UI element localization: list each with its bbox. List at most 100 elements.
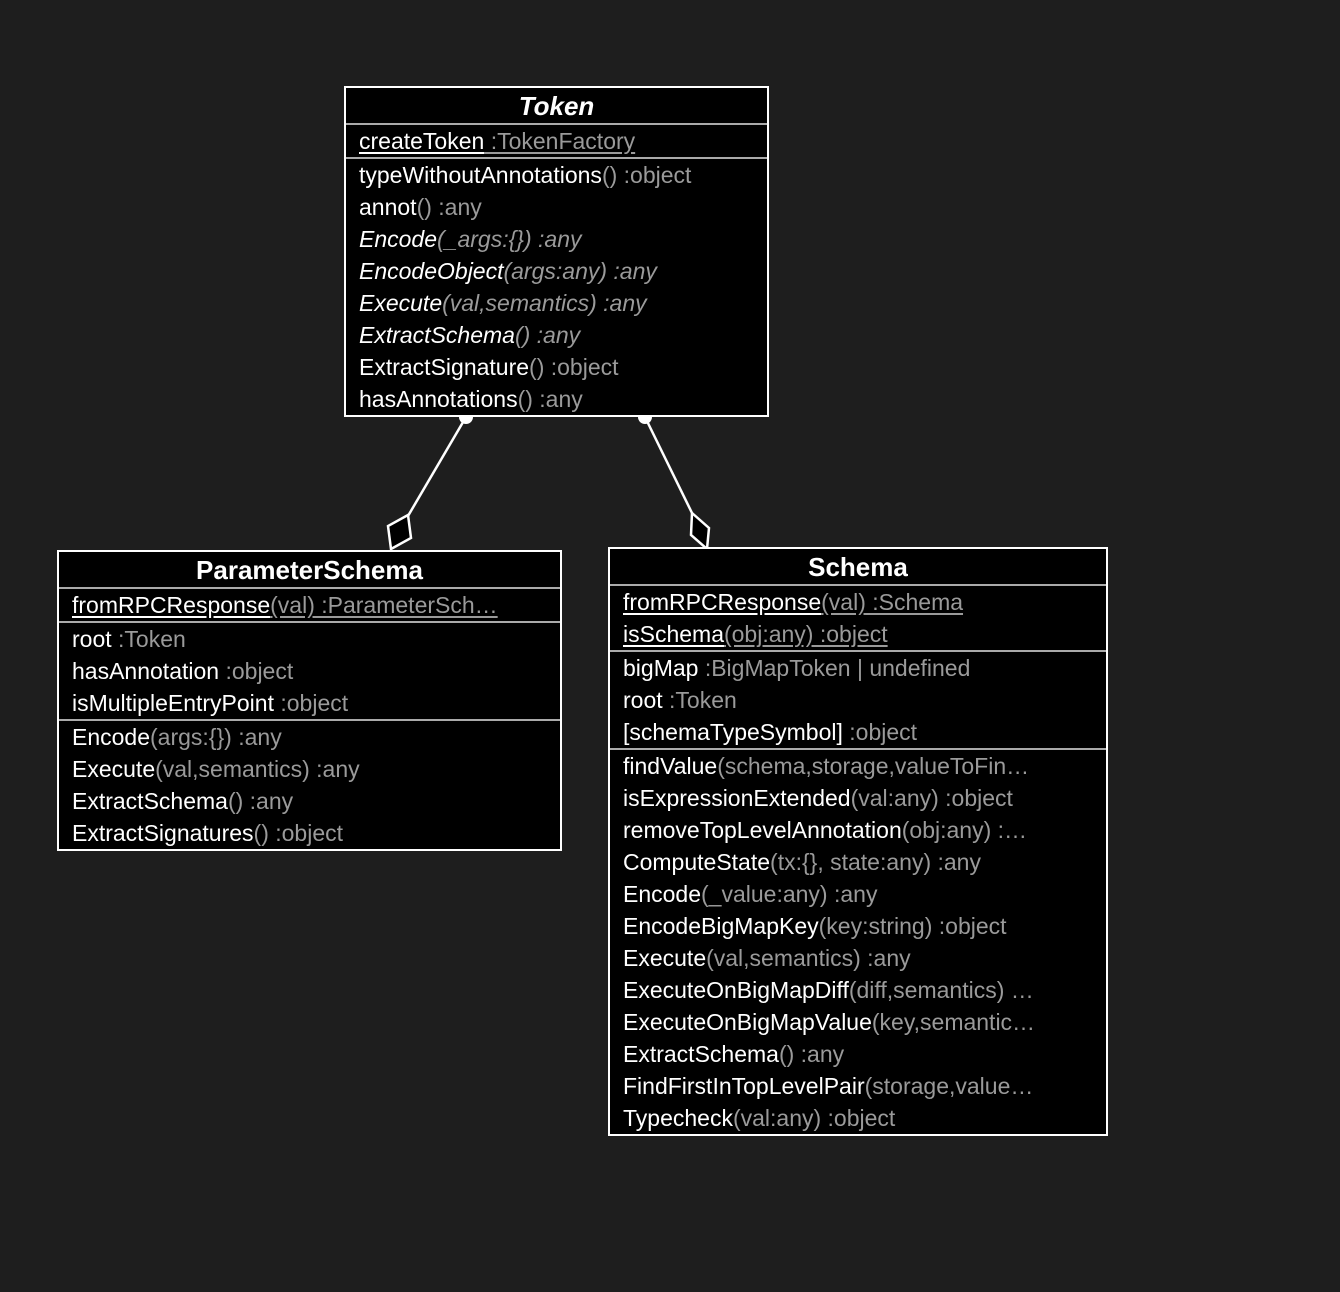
member-row: bigMap :BigMapToken | undefined — [610, 652, 1106, 684]
member-signature: (_value:any) :any — [701, 881, 878, 907]
member-name: fromRPCResponse — [72, 592, 271, 618]
member-signature: (val:any) :object — [732, 1105, 896, 1131]
member-signature: () :any — [416, 194, 482, 220]
member-name: removeTopLevelAnnotation — [623, 817, 902, 843]
member-signature: :object — [842, 719, 918, 745]
member-signature: :Token — [662, 687, 737, 713]
member-row: Typecheck(val:any) :object — [610, 1102, 1106, 1134]
member-row: isSchema(obj:any) :object — [610, 618, 1106, 650]
member-row: [schemaTypeSymbol] :object — [610, 716, 1106, 748]
member-name: bigMap — [623, 655, 699, 681]
member-row: EncodeObject(args:any) :any — [346, 255, 767, 287]
member-row: ExtractSchema() :any — [346, 319, 767, 351]
member-name: annot — [359, 194, 417, 220]
member-row: fromRPCResponse(val) :ParameterSch… — [59, 589, 560, 621]
member-row: annot() :any — [346, 191, 767, 223]
member-signature: :Token — [111, 626, 186, 652]
member-signature: (schema,storage,valueToFin… — [717, 753, 1030, 779]
class-title-schema: Schema — [610, 549, 1106, 586]
member-row: isMultipleEntryPoint :object — [59, 687, 560, 719]
member-row: Execute(val,semantics) :any — [610, 942, 1106, 974]
member-signature: (val) :Schema — [821, 589, 964, 615]
member-row: ExtractSchema() :any — [610, 1038, 1106, 1070]
member-name: ExecuteOnBigMapValue — [623, 1009, 872, 1035]
member-signature: (val,semantics) :any — [155, 756, 360, 782]
member-name: Typecheck — [623, 1105, 733, 1131]
member-name: Encode — [623, 881, 702, 907]
member-signature: (val,semantics) :any — [706, 945, 911, 971]
member-section-methods: findValue(schema,storage,valueToFin…isEx… — [610, 750, 1106, 1134]
member-row: ExtractSignature() :object — [346, 351, 767, 383]
member-name: isSchema — [623, 621, 724, 647]
member-name: fromRPCResponse — [623, 589, 822, 615]
member-row: fromRPCResponse(val) :Schema — [610, 586, 1106, 618]
member-row: removeTopLevelAnnotation(obj:any) :… — [610, 814, 1106, 846]
member-row: createToken :TokenFactory — [346, 125, 767, 157]
member-name: ExtractSchema — [623, 1041, 779, 1067]
member-name: root — [72, 626, 112, 652]
member-row: ExecuteOnBigMapDiff(diff,semantics) … — [610, 974, 1106, 1006]
member-row: hasAnnotation :object — [59, 655, 560, 687]
member-name: Encode — [359, 226, 438, 252]
member-name: ExecuteOnBigMapDiff — [623, 977, 849, 1003]
member-signature: () :any — [514, 322, 581, 348]
class-title-parameterschema: ParameterSchema — [59, 552, 560, 589]
member-name: createToken — [359, 128, 485, 154]
member-section-static-properties: createToken :TokenFactory — [346, 125, 767, 159]
member-signature: (args:any) :any — [503, 258, 657, 284]
member-name: isExpressionExtended — [623, 785, 851, 811]
member-row: hasAnnotations() :any — [346, 383, 767, 415]
member-signature: () :any — [517, 386, 583, 412]
member-name: root — [623, 687, 663, 713]
member-name: findValue — [623, 753, 718, 779]
member-signature: :object — [273, 690, 349, 716]
member-name: ExtractSchema — [359, 322, 515, 348]
class-box-parameterschema[interactable]: ParameterSchema fromRPCResponse(val) :Pa… — [57, 550, 562, 851]
member-section-static-methods: fromRPCResponse(val) :ParameterSch… — [59, 589, 560, 623]
member-row: ExtractSchema() :any — [59, 785, 560, 817]
member-name: EncodeObject — [359, 258, 504, 284]
member-name: FindFirstInTopLevelPair — [623, 1073, 865, 1099]
class-members-parameterschema: fromRPCResponse(val) :ParameterSch…root … — [59, 589, 560, 849]
member-name: ExtractSchema — [72, 788, 228, 814]
member-row: findValue(schema,storage,valueToFin… — [610, 750, 1106, 782]
member-row: isExpressionExtended(val:any) :object — [610, 782, 1106, 814]
member-row: Execute(val,semantics) :any — [59, 753, 560, 785]
member-name: Execute — [623, 945, 707, 971]
member-signature: (val,semantics) :any — [442, 290, 647, 316]
member-name: EncodeBigMapKey — [623, 913, 819, 939]
member-signature: :TokenFactory — [484, 128, 636, 154]
member-signature: (val) :ParameterSch… — [270, 592, 498, 618]
member-name: Encode — [72, 724, 151, 750]
member-row: root :Token — [59, 623, 560, 655]
member-signature: (obj:any) :object — [723, 621, 888, 647]
member-signature: (tx:{}, state:any) :any — [770, 849, 981, 875]
member-row: FindFirstInTopLevelPair(storage,value… — [610, 1070, 1106, 1102]
member-name: hasAnnotation — [72, 658, 220, 684]
member-row: Execute(val,semantics) :any — [346, 287, 767, 319]
member-name: isMultipleEntryPoint — [72, 690, 274, 716]
aggregation-edge-token-schema — [643, 416, 694, 514]
member-signature: () :object — [601, 162, 692, 188]
member-signature: () :object — [529, 354, 619, 380]
member-signature: (args:{}) :any — [150, 724, 282, 750]
member-signature: (key:string) :object — [818, 913, 1007, 939]
member-signature: (_args:{}) :any — [437, 226, 582, 252]
member-signature: () :any — [778, 1041, 845, 1067]
class-title-token: Token — [346, 88, 767, 125]
member-row: ExecuteOnBigMapValue(key,semantic… — [610, 1006, 1106, 1038]
member-row: Encode(_args:{}) :any — [346, 223, 767, 255]
member-signature: :object — [219, 658, 294, 684]
member-section-properties: bigMap :BigMapToken | undefined root :Tok… — [610, 652, 1106, 750]
member-row: ComputeState(tx:{}, state:any) :any — [610, 846, 1106, 878]
member-name: ExtractSignatures — [72, 820, 254, 846]
member-signature: (obj:any) :… — [901, 817, 1028, 843]
member-row: Encode(args:{}) :any — [59, 721, 560, 753]
member-name: ComputeState — [623, 849, 771, 875]
